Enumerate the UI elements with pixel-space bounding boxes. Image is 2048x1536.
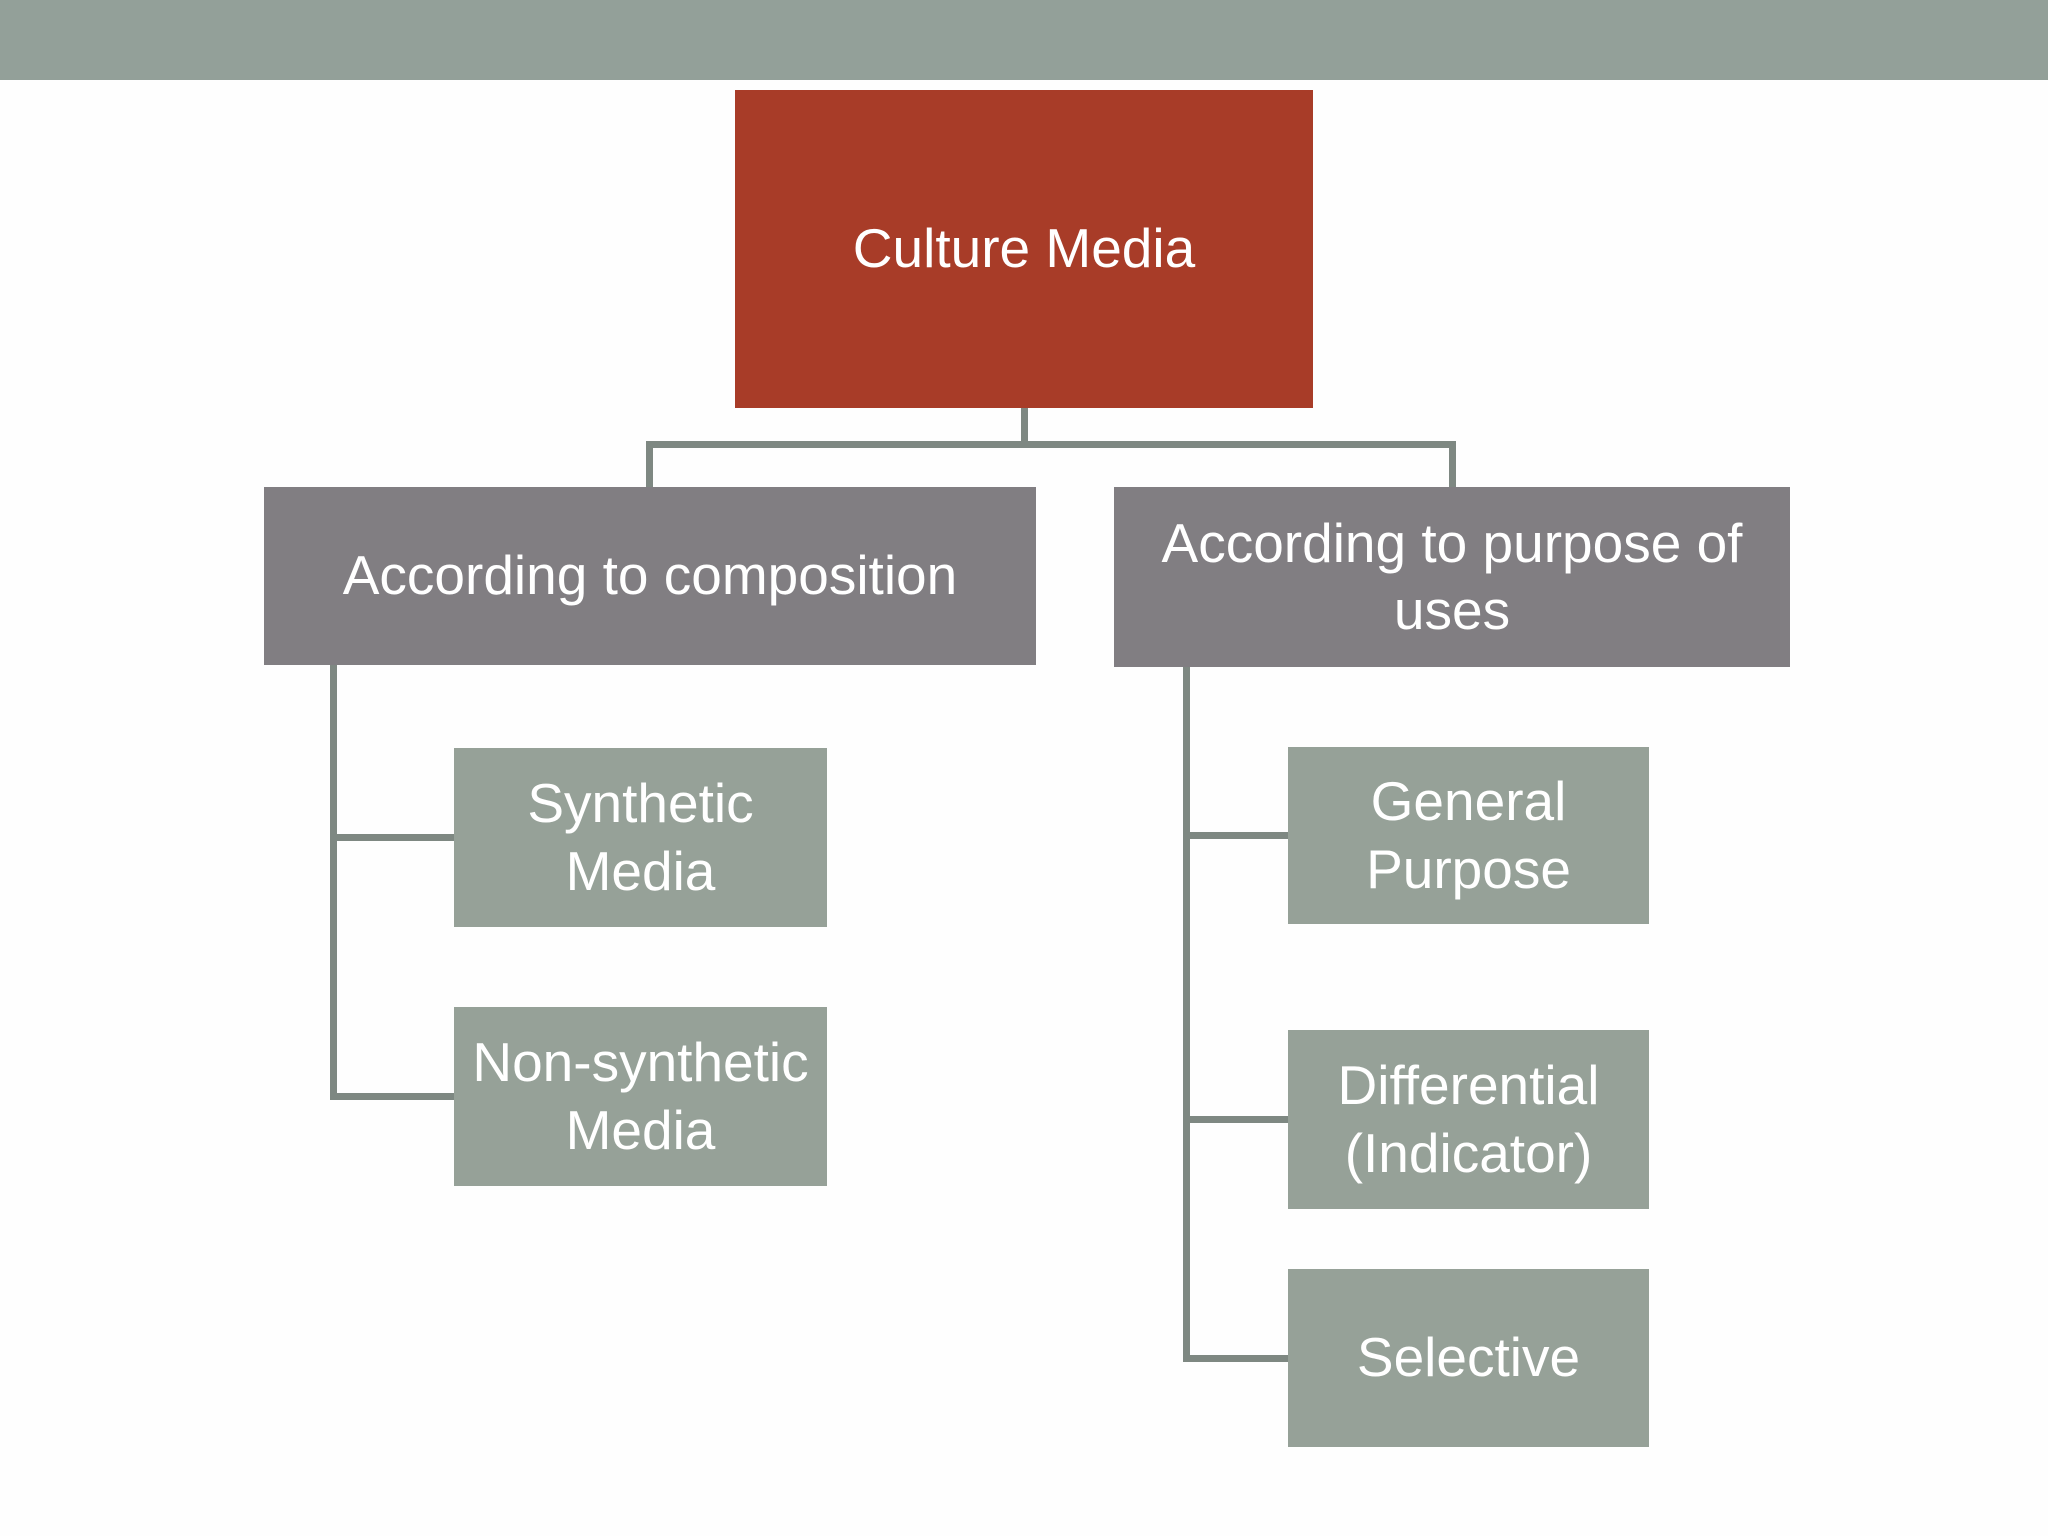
node-according-to-composition: According to composition [264,487,1036,665]
node-synthetic-media: Synthetic Media [454,748,827,927]
connector-trunk-left [330,665,337,1100]
connector-stub-synthetic [330,834,454,841]
top-accent-bar [0,0,2048,80]
node-selective: Selective [1288,1269,1649,1447]
connector-stub-general-purpose [1183,832,1288,839]
connector-stub-differential [1183,1116,1288,1123]
connector-root-stem [1021,408,1028,448]
connector-drop-left [646,441,653,487]
connector-stub-selective [1183,1355,1288,1362]
connector-horizontal-bar [646,441,1456,448]
connector-drop-right [1449,441,1456,487]
node-according-to-purpose-of-uses: According to purpose of uses [1114,487,1790,667]
node-culture-media: Culture Media [735,90,1313,408]
node-general-purpose: General Purpose [1288,747,1649,924]
node-non-synthetic-media: Non-synthetic Media [454,1007,827,1186]
connector-trunk-right [1183,667,1190,1362]
connector-stub-nonsynthetic [330,1093,454,1100]
node-differential-indicator: Differential (Indicator) [1288,1030,1649,1209]
